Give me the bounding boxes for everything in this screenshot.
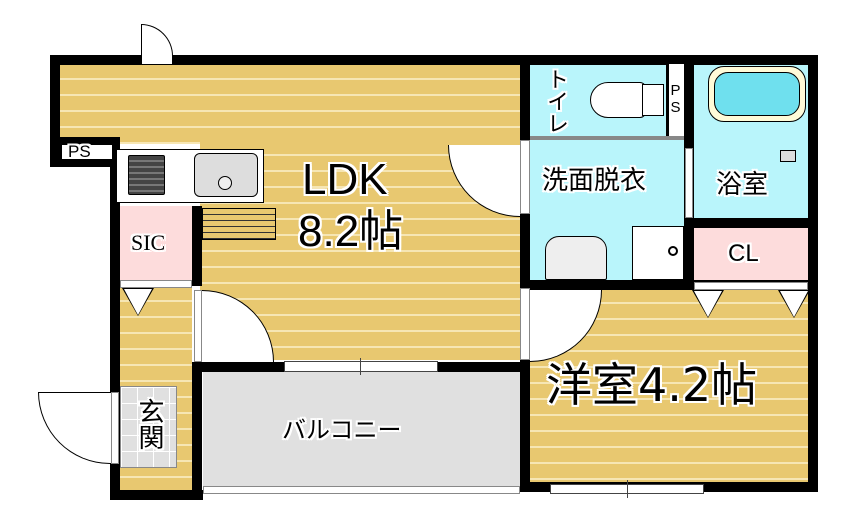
ldk-balcony-window bbox=[284, 361, 438, 372]
balcony-rail bbox=[203, 486, 520, 494]
western-room-floor bbox=[530, 288, 808, 486]
ps-toilet-label: PS bbox=[667, 82, 684, 116]
washroom-door-jamb bbox=[520, 140, 530, 214]
western-room-label: 洋室4.2帖 bbox=[546, 358, 758, 412]
ldk-name: LDK bbox=[302, 155, 388, 204]
kitchen-mat bbox=[202, 208, 276, 240]
entrance-tile bbox=[120, 386, 177, 468]
closet-label: CL bbox=[728, 240, 759, 267]
closet-door-track bbox=[694, 282, 808, 290]
shower-icon bbox=[780, 150, 796, 162]
entrance-label: 玄関 bbox=[134, 398, 164, 450]
wall-hall-right bbox=[192, 362, 202, 500]
sink-icon bbox=[194, 153, 258, 197]
bath-door-jamb bbox=[685, 148, 693, 218]
ps-left-label: PS bbox=[68, 142, 91, 161]
wall-top bbox=[50, 55, 816, 65]
balcony-floor bbox=[203, 372, 520, 486]
sink-drain-icon bbox=[218, 176, 232, 190]
top-door-opening bbox=[141, 55, 173, 65]
wall-hall-left bbox=[110, 160, 120, 500]
sic-door-track bbox=[120, 280, 192, 288]
toilet-label: トイレ bbox=[543, 68, 568, 134]
sic-label: SIC bbox=[131, 230, 166, 255]
entrance-door-jamb bbox=[111, 392, 119, 464]
toilet-partition bbox=[530, 136, 684, 140]
toilet-bowl-icon bbox=[590, 82, 646, 118]
wash-basin-icon bbox=[545, 236, 607, 280]
wall-toilet-ps bbox=[666, 55, 670, 137]
wall-sic-right bbox=[192, 206, 202, 286]
closet-door-arrow-2 bbox=[780, 291, 808, 317]
balcony-label: バルコニー bbox=[282, 416, 402, 444]
western-window-divider bbox=[627, 480, 628, 498]
western-door-jamb bbox=[520, 288, 530, 360]
top-door-swing bbox=[141, 24, 173, 56]
ldk-floor bbox=[58, 64, 520, 144]
wall-center bbox=[520, 55, 530, 492]
closet-door-arrow-1 bbox=[694, 291, 722, 317]
stove-icon bbox=[128, 155, 165, 195]
wall-left-upper bbox=[50, 55, 60, 167]
ldk-hall-door-jamb bbox=[194, 290, 202, 362]
bathtub-icon bbox=[714, 72, 800, 116]
drain-icon bbox=[668, 246, 678, 256]
entrance-door-swing bbox=[38, 392, 111, 464]
toilet-tank-icon bbox=[642, 84, 664, 116]
wall-washroom-bottom bbox=[520, 280, 818, 290]
washroom-label: 洗面脱衣 bbox=[542, 166, 647, 196]
ps-left-box bbox=[62, 145, 112, 159]
sic-floor bbox=[120, 206, 192, 280]
ps-toilet-box bbox=[669, 64, 684, 136]
ldk-size: 8.2帖 bbox=[298, 207, 404, 256]
ldk-window-divider bbox=[360, 358, 361, 375]
closet-floor bbox=[694, 228, 808, 282]
sic-door-arrow bbox=[124, 289, 152, 315]
wall-right bbox=[808, 55, 818, 492]
wall-bath-bottom bbox=[684, 218, 818, 228]
wall-hall-bottom bbox=[110, 490, 203, 500]
bathroom-label: 浴室 bbox=[716, 170, 769, 200]
